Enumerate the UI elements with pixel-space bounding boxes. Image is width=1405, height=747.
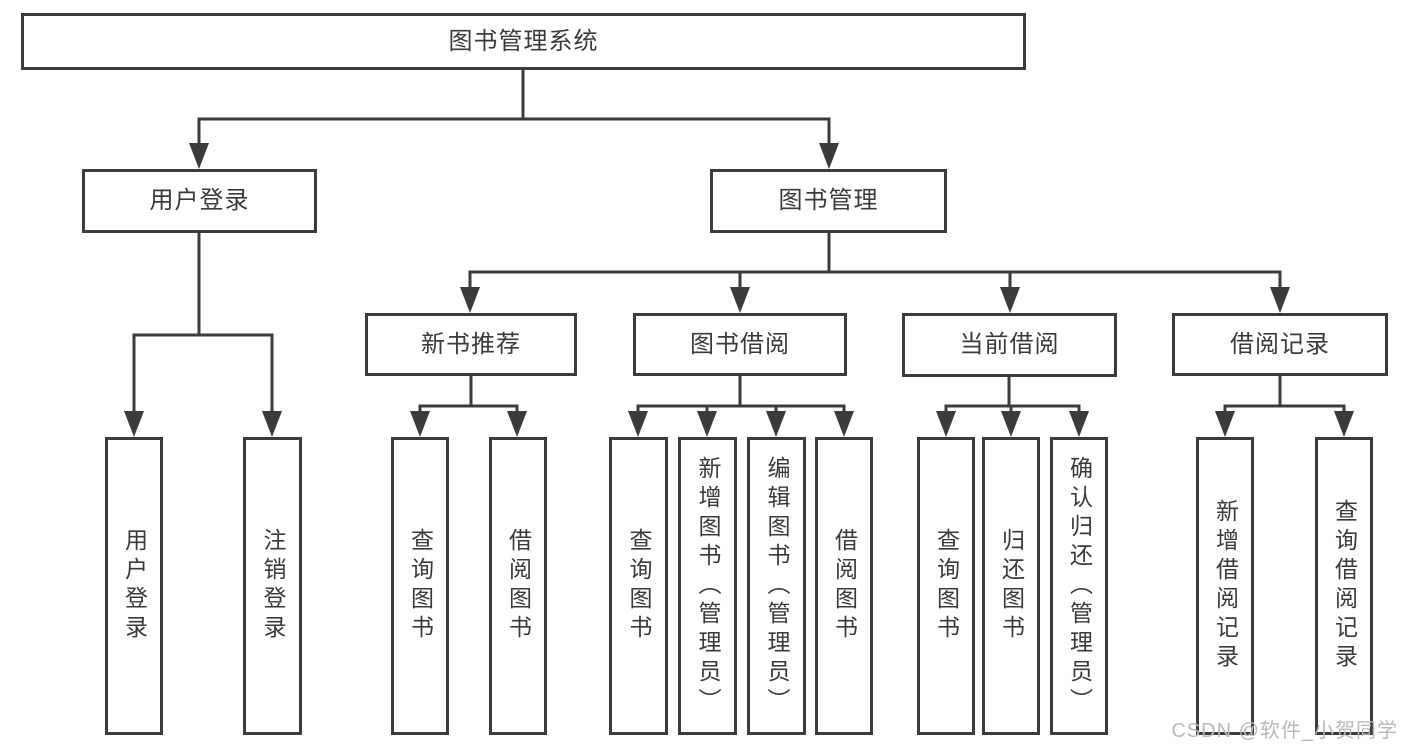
arrowhead: [1270, 287, 1290, 313]
node-borrowing-borrow-books: 借阅图书: [815, 437, 873, 735]
csdn-watermark: CSDN @软件_小贺同学: [1171, 720, 1398, 742]
node-book-borrowing: 图书借阅: [633, 313, 847, 376]
arrowhead: [460, 287, 480, 313]
node-logout: 注销登录: [243, 437, 302, 735]
node-add-borrow-record: 新增借阅记录: [1196, 437, 1254, 735]
node-borrowing-records: 借阅记录: [1172, 313, 1388, 376]
arrowhead: [124, 411, 144, 437]
arrowhead: [410, 411, 430, 437]
node-library-management-system: 图书管理系统: [21, 13, 1026, 70]
node-user-login: 用户登录: [105, 437, 163, 735]
arrowhead: [507, 411, 527, 437]
arrowhead: [819, 143, 839, 169]
arrowhead: [766, 411, 786, 437]
arrowhead: [834, 411, 854, 437]
node-add-books-admin: 新增图书（管理员）: [678, 437, 737, 735]
node-return-books: 归还图书: [982, 437, 1040, 735]
node-recommend-query-books: 查询图书: [391, 437, 449, 735]
arrowhead: [1001, 411, 1021, 437]
arrowhead: [1000, 287, 1020, 313]
node-borrowing-query-books: 查询图书: [609, 437, 668, 735]
arrowhead: [936, 411, 956, 437]
arrowhead: [1215, 411, 1235, 437]
node-current-query-books: 查询图书: [917, 437, 975, 735]
node-new-book-recommendation: 新书推荐: [365, 313, 577, 376]
arrowhead: [1069, 411, 1089, 437]
node-confirm-return-admin: 确认归还（管理员）: [1050, 437, 1108, 735]
node-recommend-borrow-books: 借阅图书: [489, 437, 547, 735]
arrowhead: [628, 411, 648, 437]
arrowhead: [730, 287, 750, 313]
node-book-management: 图书管理: [710, 169, 947, 233]
arrowhead: [262, 411, 282, 437]
node-current-borrowing: 当前借阅: [902, 313, 1117, 377]
arrowhead: [697, 411, 717, 437]
node-edit-books-admin: 编辑图书（管理员）: [747, 437, 806, 735]
node-user-login-group: 用户登录: [82, 169, 317, 233]
node-query-borrow-record: 查询借阅记录: [1315, 437, 1373, 735]
arrowhead: [189, 143, 209, 169]
arrowhead: [1334, 411, 1354, 437]
